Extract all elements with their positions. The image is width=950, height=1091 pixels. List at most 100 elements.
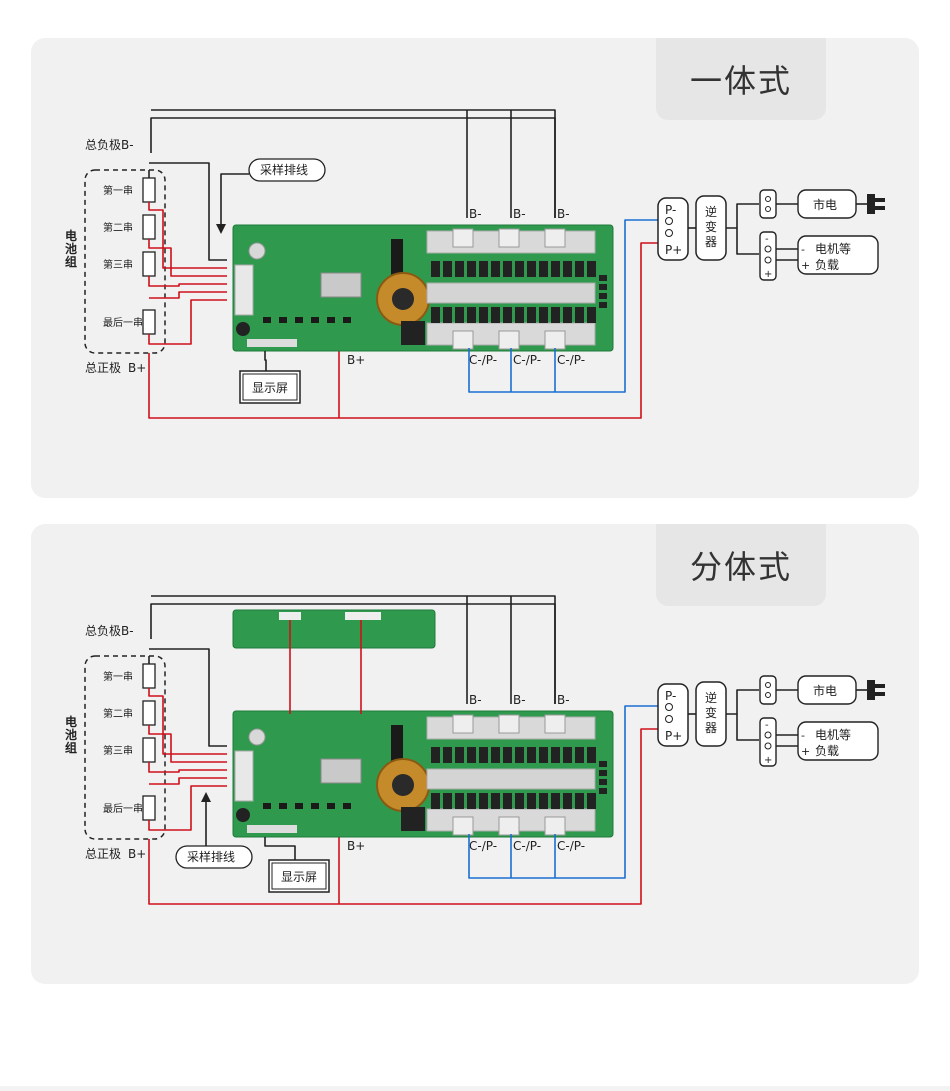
mosfet-lower [455, 793, 464, 809]
mosfet-upper [455, 261, 464, 277]
total-negative-label: 总负极B- [85, 624, 134, 638]
load-socket [759, 231, 777, 281]
mosfet-upper [539, 261, 548, 277]
mosfet-upper [575, 261, 584, 277]
mains-label: 市电 [813, 197, 837, 212]
bms-board [232, 710, 614, 838]
battery-pack-label: 池 [65, 727, 77, 742]
mosfet-lower [575, 307, 584, 323]
cell-label: 第二串 [103, 221, 133, 234]
mains-branch [726, 689, 759, 715]
sample-wire-5 [149, 291, 227, 299]
negative-wire-main [151, 109, 556, 218]
bms-board [232, 224, 614, 352]
side-pin [599, 302, 607, 308]
side-pin [599, 788, 607, 794]
capacitor [391, 239, 403, 275]
total-positive-b-plus: B+ [128, 361, 146, 375]
b-minus-label: B- [513, 693, 526, 707]
battery-pack-frame [84, 655, 166, 840]
load-box [797, 721, 879, 761]
load-box-plus: + [801, 259, 810, 272]
mosfet-upper [491, 261, 500, 277]
cell-label: 第三串 [103, 744, 133, 757]
smd-component [263, 317, 271, 323]
sample-wire-2 [148, 239, 227, 277]
mosfet-upper [575, 747, 584, 763]
load-pin [764, 256, 772, 264]
mid-plate [426, 768, 596, 790]
mosfet-upper [479, 747, 488, 763]
terminal-b-minus [544, 228, 566, 248]
load-plus-sign: + [764, 269, 772, 280]
c-p-minus-label: C-/P- [557, 353, 585, 367]
sampling-wire-badge [248, 158, 326, 182]
b-plus-label: B+ [347, 839, 365, 853]
side-pin [599, 284, 607, 290]
mosfet-upper [515, 261, 524, 277]
smd-component [279, 317, 287, 323]
side-pin [599, 761, 607, 767]
smd-component [295, 803, 303, 809]
toroid-core [392, 774, 414, 796]
mosfet-lower [587, 793, 596, 809]
battery-cell [142, 795, 156, 821]
smd-component [263, 803, 271, 809]
mosfet-upper [587, 261, 596, 277]
negative-wire-top [150, 117, 556, 218]
sample-wire-1 [148, 202, 227, 269]
mosfet-upper [479, 261, 488, 277]
p-plus-label: P+ [665, 243, 682, 257]
display-wire [264, 837, 296, 860]
plug-body [867, 680, 875, 700]
mid-plate [426, 282, 596, 304]
battery-pack-frame [84, 169, 166, 354]
plug-prong [875, 684, 885, 688]
total-negative-label: 总负极B- [85, 138, 134, 152]
terminal-b-minus [498, 228, 520, 248]
inductor-block [401, 807, 425, 831]
c-p-minus-label: C-/P- [469, 839, 497, 853]
p-minus-label: P- [665, 203, 676, 217]
sample-wire-3 [148, 276, 227, 287]
plug-prong [875, 206, 885, 210]
sampling-wire-label: 采样排线 [260, 162, 308, 177]
mosfet-upper [467, 261, 476, 277]
b-minus-label: B- [513, 207, 526, 221]
terminal-c-p-minus [452, 330, 474, 350]
battery-cell [142, 214, 156, 240]
mosfet-upper [503, 747, 512, 763]
display-wire [264, 351, 267, 371]
battery-pack-label: 电 [65, 228, 77, 243]
p-plus-pin [665, 715, 673, 723]
c-p-minus-label: C-/P- [513, 839, 541, 853]
cell-label: 第三串 [103, 258, 133, 271]
bottom-divider [0, 1086, 950, 1091]
mosfet-upper [551, 747, 560, 763]
inverter-label: 器 [705, 235, 717, 249]
p-plus-pin [665, 229, 673, 237]
buzzer [248, 728, 266, 746]
mosfet-lower [467, 793, 476, 809]
p-minus-label: P- [665, 689, 676, 703]
plug-prong [875, 198, 885, 202]
mosfet-lower [503, 307, 512, 323]
mosfet-upper [431, 747, 440, 763]
mosfet-upper [563, 747, 572, 763]
load-pin [764, 731, 772, 739]
mosfet-lower [467, 307, 476, 323]
smd-component [311, 317, 319, 323]
inverter-label: 逆 [705, 204, 717, 219]
mains-socket [759, 675, 777, 705]
side-pin [599, 770, 607, 776]
inverter-label: 器 [705, 721, 717, 735]
mains-pin [765, 692, 771, 698]
mosfet-lower [551, 793, 560, 809]
mount-hole [236, 808, 250, 822]
p-terminal-block [657, 683, 689, 747]
mains-socket [759, 189, 777, 219]
c-p-minus-label: C-/P- [557, 839, 585, 853]
sampling-connector [234, 750, 254, 802]
load-box [797, 235, 879, 275]
